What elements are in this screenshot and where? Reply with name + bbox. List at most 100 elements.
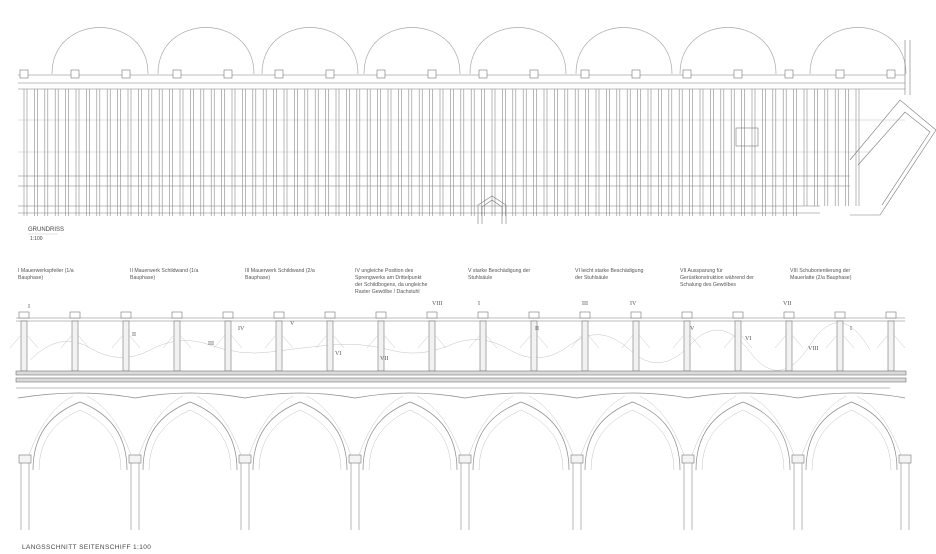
section-mark: V <box>690 326 695 332</box>
section-mark: II <box>535 326 539 332</box>
legend-item-text: der Stuhlsäule <box>575 275 608 281</box>
section-brace <box>111 334 141 349</box>
section-post-cap <box>732 311 744 319</box>
section-title: LANGSSCHNITT SEITENSCHIFF 1:100 <box>22 544 151 551</box>
section-post <box>122 320 130 372</box>
plan-column-square <box>427 69 437 79</box>
section-mark: VI <box>745 336 751 342</box>
legend-item-text: II Mauerwerk Schildwand (1/a <box>130 268 198 274</box>
plan-horizontal-lines <box>18 74 905 214</box>
section-brace <box>621 334 651 349</box>
vault-dome <box>51 27 149 75</box>
plan-scale-mark: 1:100 <box>30 236 43 242</box>
section-post-cap <box>120 311 132 319</box>
vault-domes <box>51 27 907 75</box>
section-mark: VII <box>380 356 388 362</box>
pointed-arch <box>362 401 458 471</box>
vault-dome <box>679 27 777 75</box>
plan-column-square <box>19 69 29 79</box>
section-post <box>632 320 640 372</box>
plan-window <box>735 127 759 147</box>
plan-column-square <box>682 69 692 79</box>
arch-inner-rib <box>258 409 342 471</box>
section-mark: III <box>582 301 588 307</box>
vault-rib <box>468 395 514 456</box>
legend-item-text: VII Aussparung für <box>680 268 723 274</box>
section-mark: VIII <box>808 346 818 352</box>
section-brace <box>162 334 192 349</box>
section-post-cap <box>783 311 795 319</box>
tie-beam-upper <box>15 370 907 376</box>
vault-dome <box>809 27 907 75</box>
section-post-cap <box>375 311 387 319</box>
plan-rafters <box>23 89 860 216</box>
pier-capital <box>570 454 584 464</box>
pointed-arch <box>472 401 570 471</box>
pier-capital <box>681 454 695 464</box>
section-brace <box>315 334 345 349</box>
plan-column-square <box>172 69 182 79</box>
vault-rib <box>691 395 737 456</box>
plan-column-square <box>886 69 896 79</box>
vault-rib <box>639 395 685 456</box>
plan-column-squares <box>19 69 896 79</box>
vault-dome <box>157 27 255 75</box>
section-mark: I <box>850 326 852 332</box>
legend-item-text: Bauphase) <box>130 275 155 281</box>
section-post-cap <box>528 311 540 319</box>
section-brace <box>519 334 549 349</box>
plan-column-square <box>631 69 641 79</box>
section-post <box>20 320 28 372</box>
section-post <box>377 320 385 372</box>
section-post-cap <box>426 311 438 319</box>
section-mark: I <box>478 301 480 307</box>
plan-column-square <box>580 69 590 79</box>
arch-inner-rib <box>478 409 564 471</box>
section-post <box>479 320 487 372</box>
pier-capital <box>458 454 472 464</box>
section-post-cap <box>18 311 30 319</box>
pointed-arch <box>695 401 791 471</box>
section-brace <box>570 334 600 349</box>
section-mark: IV <box>630 301 637 307</box>
vault-rib <box>196 395 242 456</box>
vault-dome <box>363 27 461 75</box>
vault-rib <box>416 395 462 456</box>
vault-rib <box>86 395 132 456</box>
legend-item-text: III Mauerwerk Schildwand (2/a <box>245 268 315 274</box>
vault-dome <box>261 27 359 75</box>
vault-rib <box>580 395 626 456</box>
pointed-arch <box>584 401 681 471</box>
section-brace <box>825 334 855 349</box>
plan-column-square <box>376 69 386 79</box>
vault-rib <box>856 395 902 456</box>
section-post-cap <box>681 311 693 319</box>
vault-rib <box>306 395 352 456</box>
vault-rib <box>28 395 74 456</box>
legend-item-text: IV ungleiche Position des <box>355 268 414 274</box>
pier-capital <box>238 454 252 464</box>
pier-capital <box>898 454 912 464</box>
plan-column-square <box>70 69 80 79</box>
plan-column-square <box>325 69 335 79</box>
section-post-cap <box>579 311 591 319</box>
plan-column-square <box>223 69 233 79</box>
section-post-cap <box>630 311 642 319</box>
section-mark: VIII <box>432 301 442 307</box>
legend-item-text: Mauerlatte (2/a Bauphase) <box>790 275 852 281</box>
legend-item-text: der Schildbogens, da ungleiche <box>355 282 428 288</box>
pier-capital <box>791 454 805 464</box>
plan-column-square <box>835 69 845 79</box>
arch-inner-rib <box>701 409 785 471</box>
section-post <box>275 320 283 372</box>
legend-item-text: VIII Schuborientierung der <box>790 268 851 274</box>
section-post-cap <box>171 311 183 319</box>
tie-beam-lower <box>15 377 907 383</box>
plan-column-square <box>733 69 743 79</box>
